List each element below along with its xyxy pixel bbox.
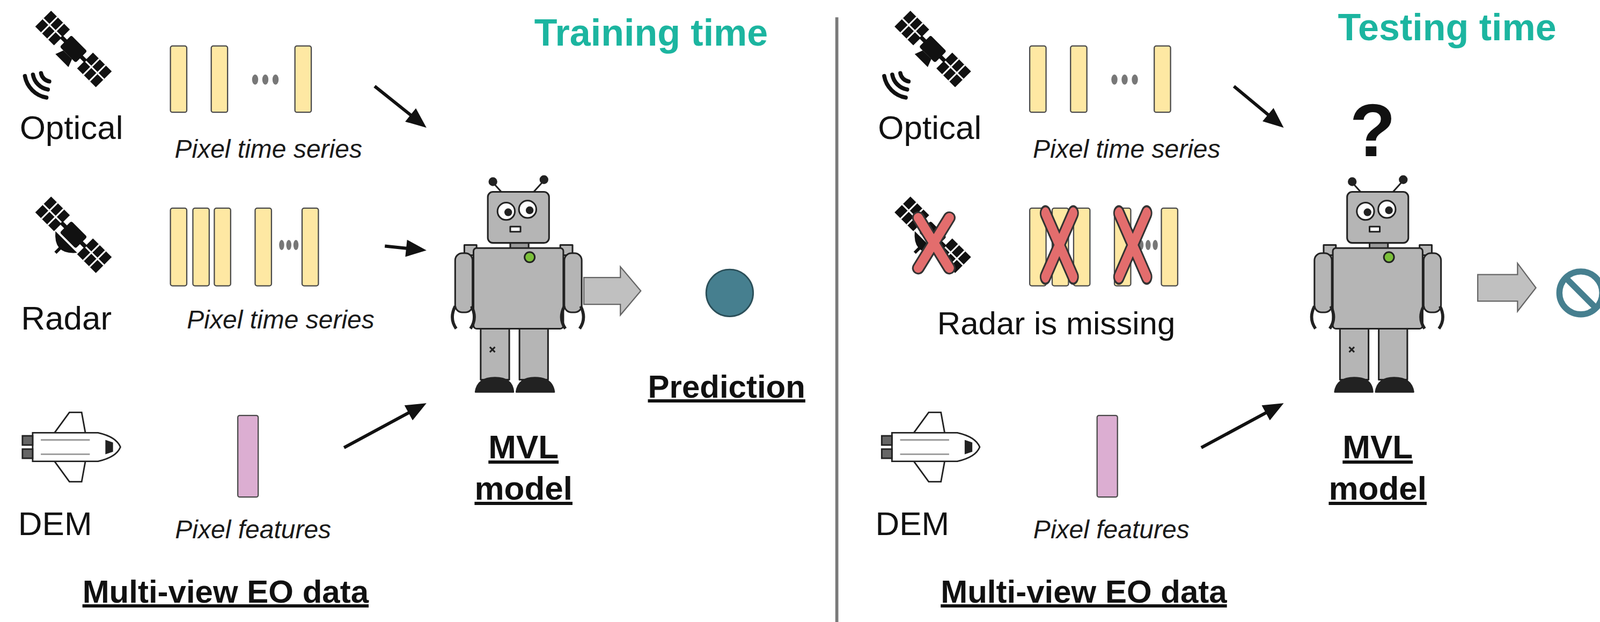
optical-series-box: Pixel time series: [163, 40, 373, 168]
source-label: Optical: [877, 107, 982, 148]
question-mark: ?: [1349, 92, 1396, 168]
panel-heading: Testing time: [1337, 4, 1557, 50]
arrow-connector: [1201, 402, 1284, 448]
prediction-box: Prediction: [642, 260, 817, 410]
group-caption: Multi-view EO data: [940, 572, 1227, 612]
arrow-connector: [1234, 86, 1284, 128]
node-text: Pixel features: [174, 514, 332, 546]
node-text: MVL model: [1324, 426, 1432, 510]
arrow-connector: [384, 239, 427, 258]
node-text: MVL model: [470, 426, 578, 510]
arrow-connector: [374, 86, 427, 128]
source-label: Radar: [20, 298, 112, 339]
node-text: Prediction: [648, 367, 806, 407]
arrow-connector: [343, 402, 427, 448]
model-box: MVL model: [428, 122, 582, 512]
node-text: Pixel time series: [174, 133, 362, 165]
model-box: MVL model: [1286, 122, 1470, 512]
node-text: Pixel features: [1033, 514, 1190, 546]
source-label: Optical: [19, 107, 124, 148]
optical-series-box: Pixel time series: [1020, 40, 1232, 168]
dem-feature-box: Pixel features: [1020, 408, 1200, 549]
group-caption: Multi-view EO data: [82, 572, 369, 612]
node-text: Pixel time series: [1032, 133, 1221, 165]
block-arrow: [583, 266, 641, 315]
panel-heading: Training time: [534, 10, 769, 56]
radar-series-box: Pixel time series: [163, 202, 383, 339]
missing-note: Radar is missing: [937, 304, 1176, 343]
node-text: Pixel time series: [186, 304, 374, 336]
source-label: DEM: [18, 503, 93, 544]
source-label: DEM: [875, 503, 950, 544]
dem-feature-box: Pixel features: [163, 408, 342, 549]
